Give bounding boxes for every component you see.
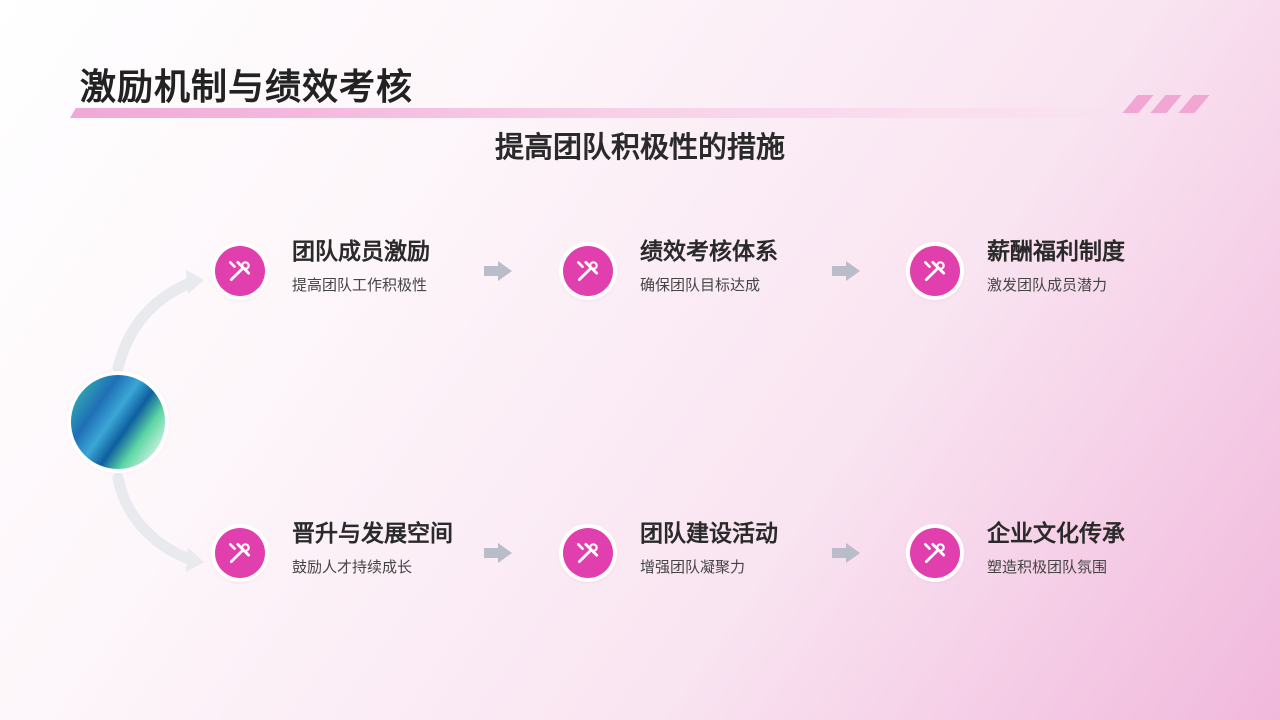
item-desc: 确保团队目标达成 xyxy=(640,276,761,294)
item-title: 绩效考核体系 xyxy=(640,239,778,265)
item-title: 企业文化传承 xyxy=(987,521,1125,547)
tools-icon xyxy=(910,246,960,296)
item-title: 薪酬福利制度 xyxy=(987,239,1125,265)
item-title: 晋升与发展空间 xyxy=(292,521,453,547)
decorative-orb-image xyxy=(71,375,165,469)
decorative-stripes xyxy=(1122,95,1216,113)
arrow-right-icon xyxy=(832,543,860,563)
curved-connector xyxy=(112,270,204,572)
item-title: 团队成员激励 xyxy=(292,239,430,265)
slide-title: 激励机制与绩效考核 xyxy=(80,67,414,108)
tools-icon xyxy=(910,528,960,578)
item-desc: 提高团队工作积极性 xyxy=(292,276,428,294)
tools-icon xyxy=(215,528,265,578)
item-title: 团队建设活动 xyxy=(640,521,778,547)
section-subtitle: 提高团队积极性的措施 xyxy=(494,130,785,164)
tools-icon xyxy=(563,528,613,578)
item-desc: 塑造积极团队氛围 xyxy=(987,558,1108,576)
arrow-right-icon xyxy=(484,261,512,281)
item-desc: 增强团队凝聚力 xyxy=(640,558,746,576)
tools-icon xyxy=(215,246,265,296)
tools-icon xyxy=(563,246,613,296)
arrow-right-icon xyxy=(484,543,512,563)
item-desc: 激发团队成员潜力 xyxy=(987,276,1108,294)
arrow-right-icon xyxy=(832,261,860,281)
item-desc: 鼓励人才持续成长 xyxy=(292,558,413,576)
